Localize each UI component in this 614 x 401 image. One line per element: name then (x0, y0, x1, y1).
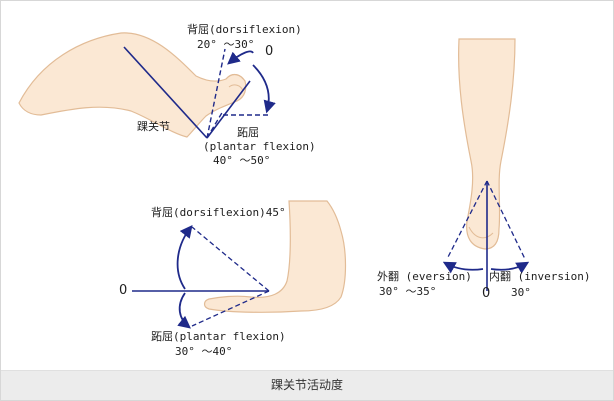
top-zero-label: 0 (265, 44, 274, 59)
inversion-range: 30° (511, 286, 531, 299)
right-leg-drawing (458, 38, 516, 250)
bottom-plantar-range: 30° ～40° (175, 345, 233, 358)
top-left-angle-lines (123, 46, 276, 139)
bottom-plantar-label: 跖屈(plantar flexion) (151, 330, 286, 343)
right-zero-label: 0 (482, 286, 491, 301)
top-plantar-label-cn: 跖屈 (237, 126, 259, 139)
figure-caption: 踝关节活动度 (270, 378, 343, 392)
bottom-dorsiflexion-label: 背屈(dorsiflexion)45° (151, 206, 286, 219)
bottom-left-foot-drawing (203, 200, 347, 313)
ankle-joint-label: 踝关节 (137, 120, 170, 133)
top-plantar-range: 40° ～50° (213, 154, 271, 167)
inversion-label: 内翻 (inversion) (489, 270, 591, 283)
bottom-left-angle-lines (132, 225, 270, 329)
right-angle-lines (442, 180, 530, 291)
eversion-label: 外翻 (eversion) (377, 270, 472, 283)
eversion-range: 30° ～35° (379, 285, 437, 298)
top-left-leg-drawing (18, 32, 247, 138)
top-plantar-label-en: (plantar flexion) (203, 140, 316, 153)
top-dorsiflexion-label: 背屈(dorsiflexion) (187, 23, 302, 36)
bottom-zero-label: 0 (119, 283, 128, 298)
ankle-illustration (18, 32, 530, 329)
top-dorsiflexion-range: 20° ～30° (197, 38, 255, 51)
caption-bar (1, 370, 613, 400)
